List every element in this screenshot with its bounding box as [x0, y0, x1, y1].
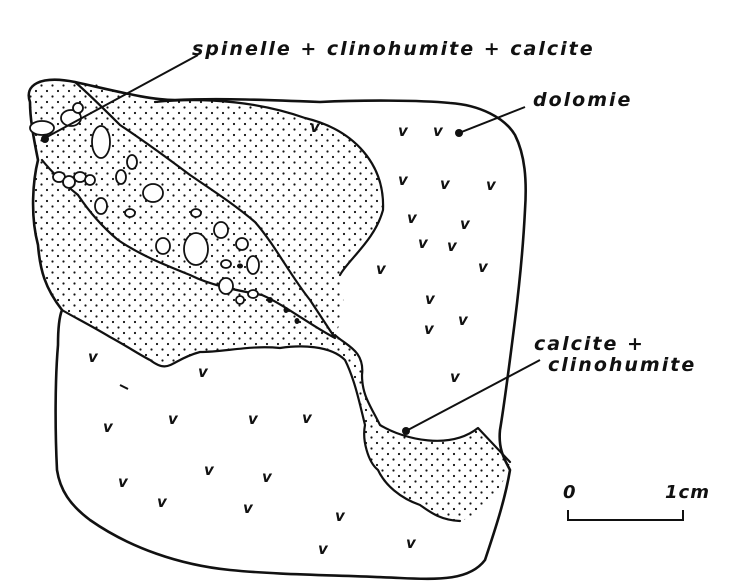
- dolomite-mark: v: [262, 468, 273, 486]
- spinel-grain: [156, 238, 170, 254]
- spinel-grain: [73, 103, 83, 113]
- dolomite-mark: v: [450, 368, 461, 386]
- scale-start-label: 0: [563, 482, 577, 503]
- dolomite-mark: v: [198, 363, 209, 381]
- spinel-grain-dark: [237, 264, 243, 269]
- dolomite-mark: v: [424, 320, 435, 338]
- dolomite-mark: v: [478, 258, 489, 276]
- label-spinel-clinohumite-calcite: spinelle + clinohumite + calcite: [192, 38, 595, 60]
- dolomite-mark: v: [302, 409, 313, 427]
- spinel-grain: [92, 126, 110, 158]
- label-clinohumite: clinohumite: [548, 354, 696, 376]
- dolomite-mark: v: [460, 215, 471, 233]
- dolomite-mark: v: [118, 473, 129, 491]
- spinel-grain: [116, 170, 126, 184]
- spinel-grain: [191, 209, 201, 217]
- dolomite-mark: v: [425, 290, 436, 308]
- dolomite-mark: v: [243, 499, 254, 517]
- dolomite-mark: v: [168, 410, 179, 428]
- spinel-grain: [85, 175, 95, 185]
- spinel-grain: [127, 155, 137, 169]
- spinel-grain: [236, 296, 244, 304]
- dolomite-mark: v: [88, 348, 99, 366]
- dolomite-mark: v: [248, 410, 259, 428]
- calcite-leader-line: [406, 360, 540, 431]
- dolomite-mark: v: [486, 176, 497, 194]
- dolomite-leader-line: [459, 107, 525, 133]
- spinel-grain: [247, 256, 259, 274]
- spinel-grain-dark: [284, 307, 289, 313]
- spinel-grain: [248, 290, 258, 298]
- spinel-grain-dark: [295, 318, 300, 324]
- dolomite-mark: v: [407, 209, 418, 227]
- calcite-leader-dot: [402, 427, 410, 435]
- label-calcite-plus: calcite +: [534, 333, 645, 355]
- dolomite-leader-dot: [455, 129, 463, 137]
- dolomite-mark: v: [433, 122, 444, 140]
- dolomite-mark: v: [447, 237, 458, 255]
- spinel-grain: [95, 198, 107, 214]
- spinel-leader-dot: [41, 135, 49, 143]
- dolomite-mark: v: [335, 507, 346, 525]
- label-dolomie: dolomie: [533, 89, 632, 111]
- spinel-grain: [30, 121, 54, 135]
- dolomite-mark: v: [318, 540, 329, 558]
- spinel-grain: [125, 209, 135, 217]
- dolomite-mark: v: [157, 493, 168, 511]
- dolomite-mark: v: [398, 171, 409, 189]
- spinel-grain: [236, 238, 248, 250]
- scale-end-label: 1cm: [665, 482, 710, 503]
- spinel-grain: [219, 278, 233, 294]
- spinel-grain: [221, 260, 231, 268]
- spinel-grain: [184, 233, 208, 265]
- dolomite-mark: v: [376, 260, 387, 278]
- dolomite-mark: v: [440, 175, 451, 193]
- spinel-grain: [214, 222, 228, 238]
- spinel-grain: [143, 184, 163, 202]
- spinel-grain-dark: [267, 297, 273, 303]
- dolomite-mark: v: [103, 418, 114, 436]
- dolomite-mark: v: [458, 311, 469, 329]
- dolomite-mark: v: [418, 234, 429, 252]
- scale-bar-line: [568, 510, 683, 520]
- dolomite-mark: v: [398, 122, 409, 140]
- dolomite-mark: v: [310, 118, 321, 136]
- scale-bar: 0 1cm: [563, 482, 710, 520]
- stray-dash: [120, 385, 128, 389]
- dolomite-mark: v: [204, 461, 215, 479]
- dolomite-mark: v: [406, 534, 417, 552]
